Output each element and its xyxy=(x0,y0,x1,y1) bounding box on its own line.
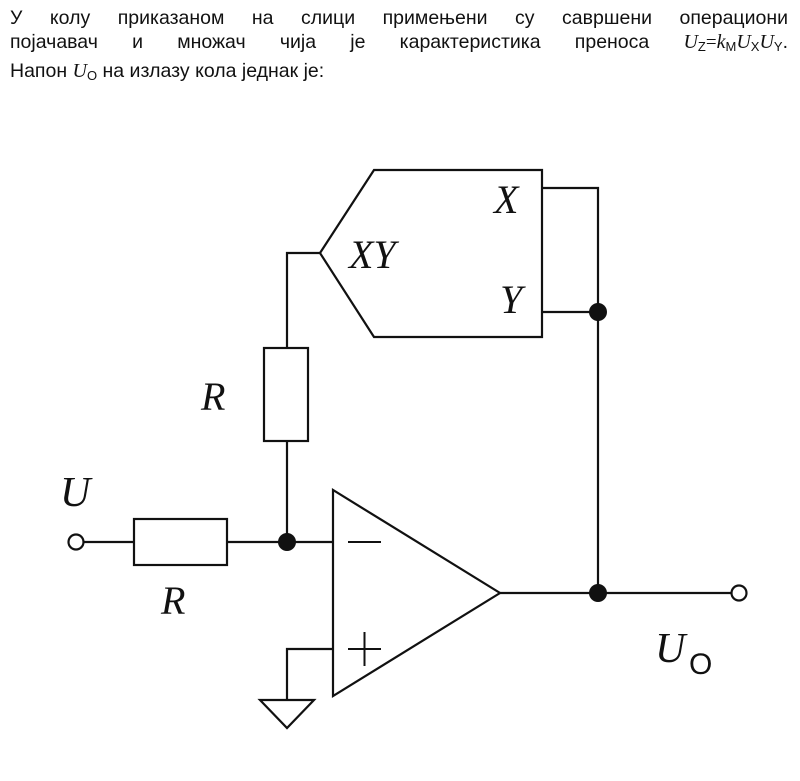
question-line-2: појачавач и множач чија је карактеристик… xyxy=(10,30,788,59)
question-line-3-a: Напон xyxy=(10,60,73,82)
formula-period: . xyxy=(782,31,788,53)
question-text: У колу приказаном на слици примењени су … xyxy=(10,6,788,88)
question-uo-sub: O xyxy=(86,68,98,83)
question-line-1: У колу приказаном на слици примењени су … xyxy=(10,7,788,29)
formula-ux-sub: X xyxy=(750,39,760,54)
ground-icon xyxy=(257,698,317,730)
feedback-resistor-label: R xyxy=(200,374,225,419)
wire-feedback xyxy=(285,251,320,542)
multiplier-input-x-label: X xyxy=(492,177,520,222)
question-line-2-text: појачавач и множач чија је карактеристик… xyxy=(10,31,684,53)
opamp-plus-sign xyxy=(348,632,381,666)
opamp-triangle xyxy=(331,488,503,698)
input-terminal xyxy=(67,533,85,551)
output-voltage-label-sub: O xyxy=(689,648,712,681)
input-voltage-label: U xyxy=(60,470,93,516)
feedback-resistor xyxy=(262,346,310,443)
output-voltage-label: U xyxy=(655,626,688,672)
formula-uy-sub: Y xyxy=(773,39,783,54)
formula-ux: U xyxy=(736,31,751,53)
junction-output-node xyxy=(589,584,607,602)
junction-y-node xyxy=(589,303,607,321)
formula-uz: U xyxy=(683,31,698,53)
wire-ground xyxy=(285,647,333,700)
junction-inverting-node xyxy=(278,533,296,551)
multiplier-input-y-label: Y xyxy=(500,277,526,322)
wire-multiplier-inputs xyxy=(542,186,600,593)
formula-k-sub: M xyxy=(725,39,737,54)
question-uo: U xyxy=(72,60,87,82)
formula-uy: U xyxy=(759,31,774,53)
question-line-3: Напон UO на излазу кола једнак је: xyxy=(10,59,788,88)
formula-uz-sub: Z xyxy=(697,39,706,54)
multiplier-output-label: XY xyxy=(347,232,399,277)
input-resistor-label: R xyxy=(160,578,185,623)
question-line-3-b: на излазу кола једнак је: xyxy=(97,60,325,82)
output-terminal xyxy=(730,584,748,602)
formula-k: k xyxy=(716,31,726,53)
formula-equals: = xyxy=(705,32,717,53)
multiplier-block xyxy=(318,168,544,339)
input-resistor xyxy=(132,517,229,567)
